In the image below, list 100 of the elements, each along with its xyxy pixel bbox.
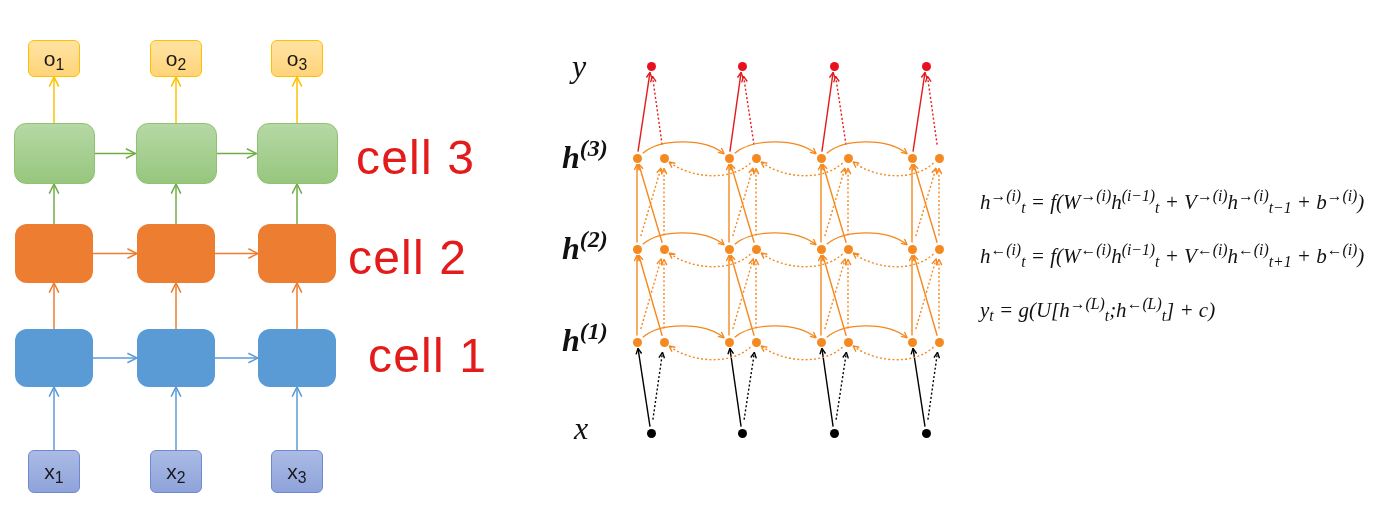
arrow <box>732 167 755 237</box>
handwritten-label: cell 1 <box>368 332 488 380</box>
arrow <box>728 254 755 337</box>
row-label: h$^{(1)}$ <box>562 324 608 356</box>
arrow <box>852 345 935 361</box>
arrow <box>642 232 725 246</box>
arrow <box>927 351 941 421</box>
arrow <box>170 386 182 451</box>
arrow <box>170 76 182 124</box>
arrow <box>636 254 663 337</box>
cell-box <box>137 224 215 283</box>
cell-box <box>15 329 93 387</box>
arrow <box>48 386 60 451</box>
arrow <box>170 183 182 225</box>
input-label: x$_{2}$ <box>166 461 186 482</box>
output-box <box>150 40 202 77</box>
arrow <box>760 345 844 361</box>
arrow <box>214 247 259 260</box>
arrow <box>170 282 182 330</box>
arrow <box>912 163 938 244</box>
arrow <box>734 325 817 339</box>
arrow <box>915 167 938 237</box>
arrow <box>826 232 908 246</box>
cell-box <box>137 329 215 387</box>
input-box <box>150 450 202 493</box>
arrow <box>760 252 844 268</box>
arrow <box>291 183 303 225</box>
input-label: x$_{1}$ <box>44 461 64 482</box>
arrow <box>910 347 926 428</box>
arrow <box>852 252 935 268</box>
arrow <box>824 167 847 237</box>
arrow <box>637 71 653 153</box>
input-label: x$_{3}$ <box>287 461 307 482</box>
arrow <box>915 258 938 330</box>
row-label: x <box>574 412 589 444</box>
row-label: h$^{(2)}$ <box>562 232 608 264</box>
output-box <box>28 40 80 77</box>
arrow <box>291 282 303 330</box>
handwritten-label: cell 2 <box>348 234 468 282</box>
arrow <box>740 75 755 146</box>
arrow <box>760 161 844 177</box>
cell-box <box>256 123 338 184</box>
arrow <box>48 76 60 124</box>
cell-box <box>258 224 336 283</box>
arrow <box>835 351 849 421</box>
arrow <box>93 147 137 160</box>
arrow <box>935 258 943 330</box>
handwritten-label: cell 3 <box>356 134 476 182</box>
arrow <box>725 163 733 244</box>
arrow <box>817 254 825 337</box>
cell-box <box>13 123 95 184</box>
arrow <box>637 163 663 244</box>
arrow <box>214 352 259 364</box>
cell-box <box>135 123 217 184</box>
arrow <box>668 345 752 361</box>
arrow <box>824 258 847 330</box>
output-label: o$_{2}$ <box>165 48 187 69</box>
arrow <box>668 161 752 177</box>
arrow <box>660 167 668 237</box>
arrow <box>734 232 817 246</box>
arrow <box>752 167 760 237</box>
arrow <box>92 247 138 260</box>
arrow <box>732 258 755 330</box>
input-box <box>28 450 80 493</box>
output-label: o$_{1}$ <box>43 48 65 69</box>
arrow <box>844 258 852 330</box>
arrow <box>911 254 938 337</box>
output-box <box>271 40 323 77</box>
arrow <box>729 71 744 153</box>
arrow <box>734 141 817 155</box>
arrow <box>660 258 668 330</box>
arrow <box>92 352 138 364</box>
arrow <box>635 347 651 428</box>
arrow <box>633 254 641 337</box>
output-label: o$_{3}$ <box>286 48 308 69</box>
arrow <box>291 386 303 451</box>
arrow <box>642 141 725 155</box>
arrow <box>640 167 663 237</box>
arrow <box>48 183 60 225</box>
arrow <box>743 351 757 421</box>
arrow <box>935 167 943 237</box>
arrow <box>826 325 908 339</box>
arrow <box>752 258 760 330</box>
arrow <box>729 163 755 244</box>
arrow <box>642 325 725 339</box>
arrow <box>215 147 258 160</box>
arrow <box>727 347 742 428</box>
arrow <box>826 141 908 155</box>
arrow <box>821 71 836 153</box>
arrow <box>668 252 752 268</box>
arrow <box>725 254 733 337</box>
arrow <box>844 167 852 237</box>
arrow <box>908 254 916 337</box>
arrow <box>633 163 641 244</box>
arrow <box>48 282 60 330</box>
arrow <box>817 163 825 244</box>
row-label: h$^{(3)}$ <box>562 141 608 173</box>
arrow <box>819 347 834 428</box>
arrow <box>821 163 847 244</box>
arrow <box>640 258 663 330</box>
